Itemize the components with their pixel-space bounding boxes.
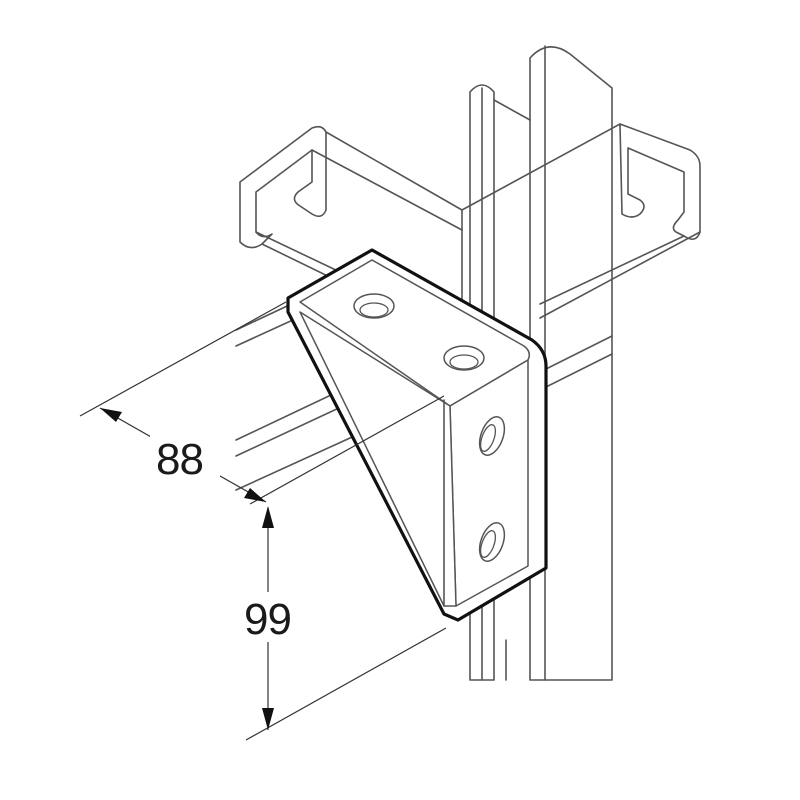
channel-top-inner bbox=[311, 149, 463, 231]
bolt-hole-side-1 bbox=[478, 416, 506, 456]
horizontal-channel bbox=[235, 123, 701, 491]
channel-end-right bbox=[619, 123, 701, 240]
channel-bottom-inner bbox=[255, 231, 341, 273]
channel-front-line-5 bbox=[235, 427, 373, 491]
dimension-vertical: 99 bbox=[240, 506, 447, 741]
dimension-label-bg-88 bbox=[150, 430, 220, 480]
channel-top-back bbox=[461, 123, 621, 211]
channel-front-line-4 bbox=[235, 399, 357, 457]
channel-top-edge bbox=[325, 131, 463, 211]
channel-end-left bbox=[239, 125, 327, 249]
dimension-horizontal: 88 bbox=[79, 301, 445, 505]
channel-body bbox=[529, 46, 613, 681]
dimension-label-88: 88 bbox=[156, 435, 203, 484]
dimension-label-bg-99 bbox=[240, 592, 302, 642]
channel-web-line bbox=[493, 99, 531, 121]
arrow-99-start bbox=[262, 506, 274, 528]
channel-bottom-right-outer bbox=[539, 231, 701, 319]
bolt-hole-top-2 bbox=[443, 345, 485, 371]
dimension-label-99: 99 bbox=[244, 595, 291, 644]
arrow-99-end bbox=[262, 708, 274, 730]
bolt-hole-side-2 bbox=[478, 522, 506, 562]
bracket-gusset-web bbox=[299, 311, 457, 607]
arrow-88-end bbox=[244, 488, 266, 502]
channel-front-line-7 bbox=[539, 353, 613, 391]
extension-line-right bbox=[249, 395, 445, 505]
extension-line-bottom bbox=[245, 627, 447, 741]
extension-line-left bbox=[79, 301, 287, 417]
channel-bottom-right bbox=[539, 235, 685, 305]
bolt-hole-top-1 bbox=[353, 293, 395, 319]
arrow-88-start bbox=[100, 408, 122, 422]
channel-front-line-6 bbox=[539, 335, 613, 373]
gusset-bracket bbox=[286, 248, 548, 622]
